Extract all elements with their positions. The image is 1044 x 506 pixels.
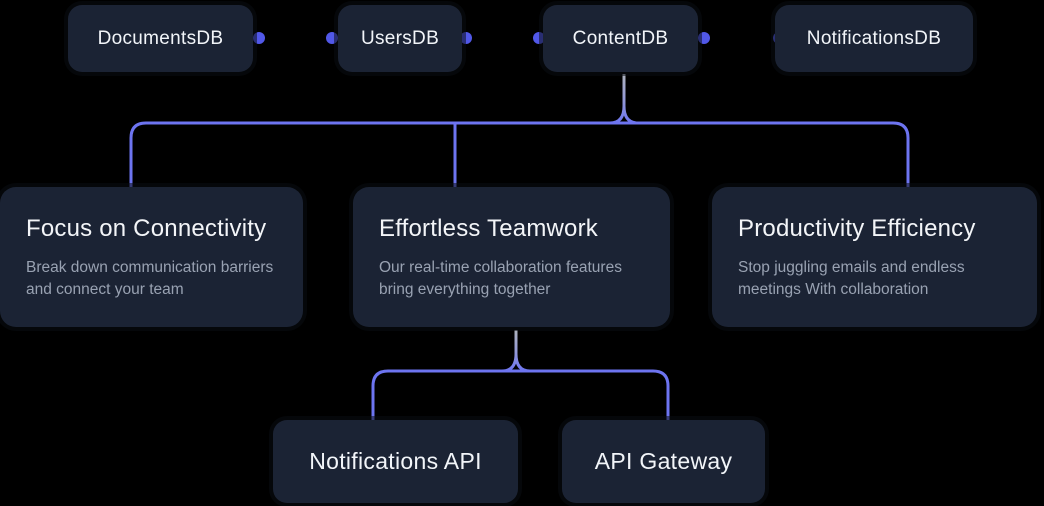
wire-endpoint-dot [326,32,338,44]
card-focus-on-connectivity[interactable]: Focus on Connectivity Break down communi… [0,187,303,327]
node-documentsdb-label: DocumentsDB [97,27,224,49]
card-focus-on-connectivity-title: Focus on Connectivity [26,215,267,242]
wire-endpoint-dot [698,32,710,44]
node-api-gateway[interactable]: API Gateway [562,420,765,503]
node-notifications-api[interactable]: Notifications API [273,420,518,503]
wire-contentdb-stem [609,74,639,125]
wire-contentdb-notificationsdb [698,32,785,44]
card-productivity-efficiency-title: Productivity Efficiency [738,215,976,242]
node-contentdb[interactable]: ContentDB [543,5,698,72]
card-effortless-teamwork-description: Our real-time collaboration features bri… [379,259,622,298]
node-api-gateway-label: API Gateway [594,448,733,474]
wire-endpoint-dot [253,32,265,44]
node-usersdb[interactable]: UsersDB [338,5,462,72]
wire-branch-features [129,121,910,187]
node-notificationsdb-label: NotificationsDB [806,27,942,49]
card-productivity-efficiency[interactable]: Productivity Efficiency Stop juggling em… [712,187,1037,327]
node-contentdb-label: ContentDB [572,27,669,49]
card-effortless-teamwork-title: Effortless Teamwork [379,215,598,242]
card-effortless-teamwork[interactable]: Effortless Teamwork Our real-time collab… [353,187,670,327]
card-productivity-efficiency-description: Stop juggling emails and endless meeting… [738,259,965,298]
wire-branch-apis [371,369,670,420]
wire-documentsdb-usersdb [253,32,338,44]
node-usersdb-label: UsersDB [360,27,440,49]
node-documentsdb[interactable]: DocumentsDB [68,5,253,72]
node-notifications-api-label: Notifications API [309,448,482,474]
wire-usersdb-contentdb [460,32,545,44]
node-notificationsdb[interactable]: NotificationsDB [775,5,973,72]
card-focus-on-connectivity-description: Break down communication barriers and co… [26,259,274,298]
wire-teamwork-stem [501,330,531,373]
